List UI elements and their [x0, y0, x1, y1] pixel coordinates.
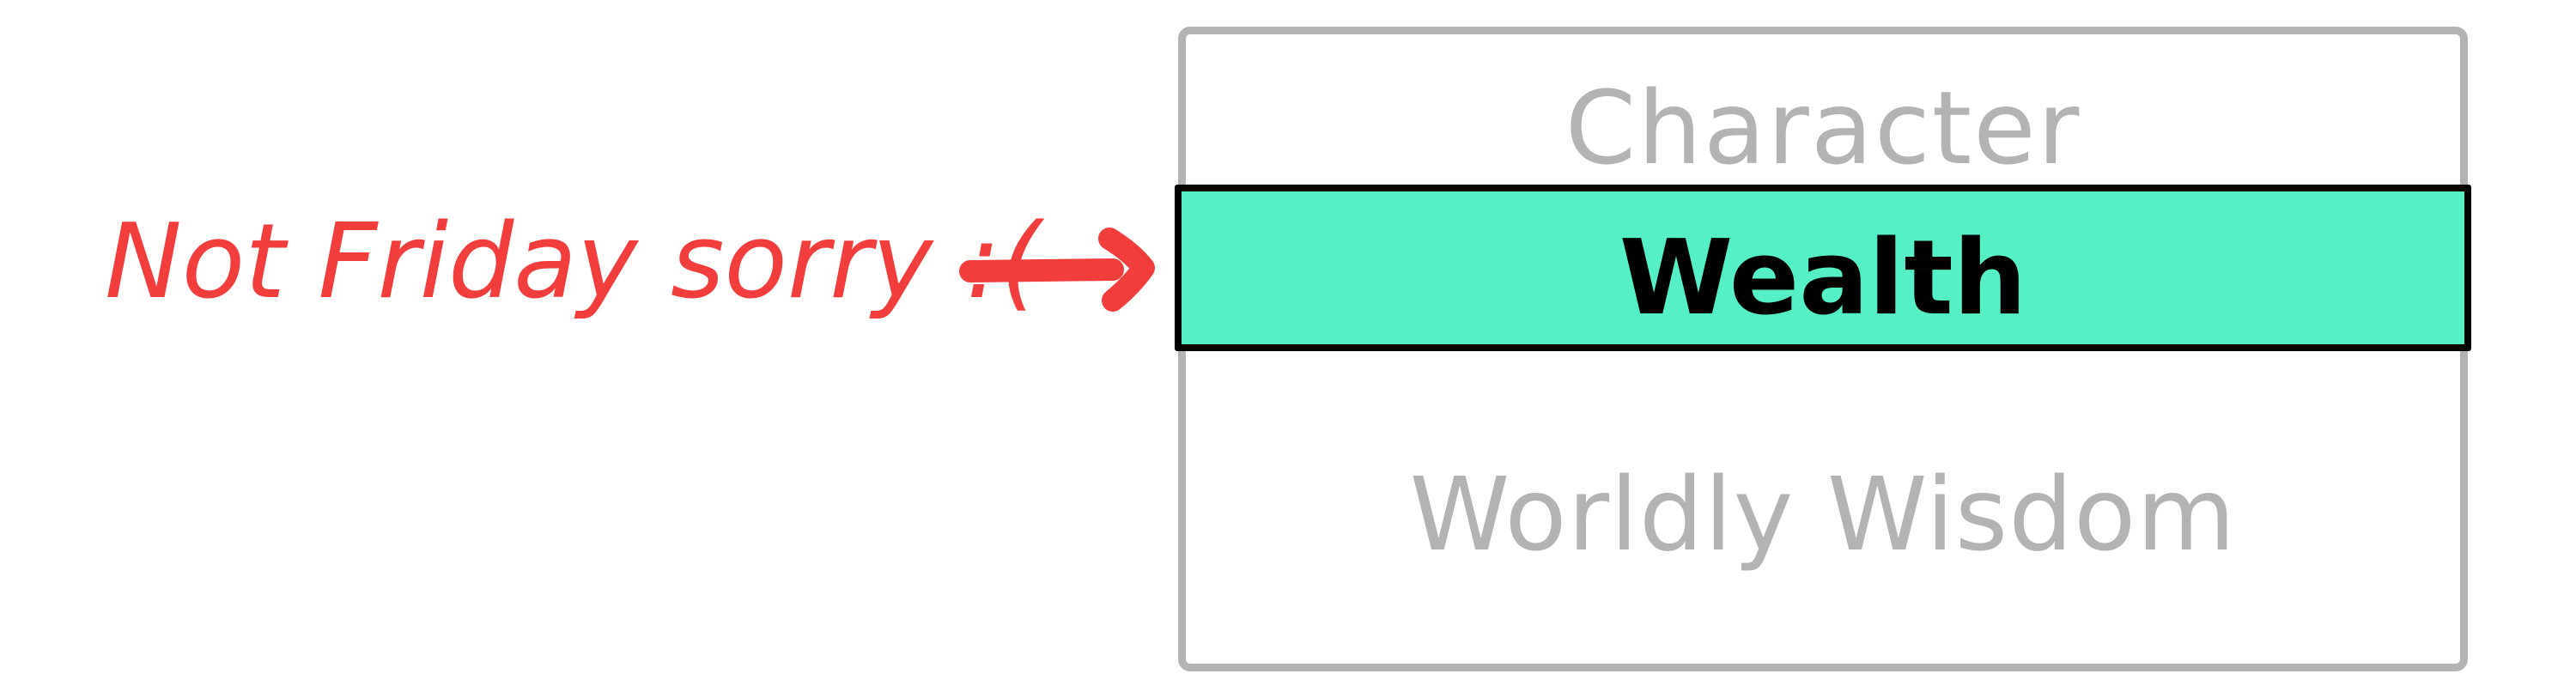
arrow-right-icon: [959, 228, 1155, 312]
annotation-text: Not Friday sorry :(: [105, 203, 1041, 322]
highlighted-item-box: Wealth: [1175, 185, 2471, 351]
item-worldly-wisdom: Worldly Wisdom: [1409, 455, 2237, 574]
arrow-head: [1098, 228, 1155, 312]
item-wealth: Wealth: [1619, 219, 2027, 338]
item-character: Character: [1564, 69, 2081, 187]
arrow-shaft: [959, 258, 1124, 282]
